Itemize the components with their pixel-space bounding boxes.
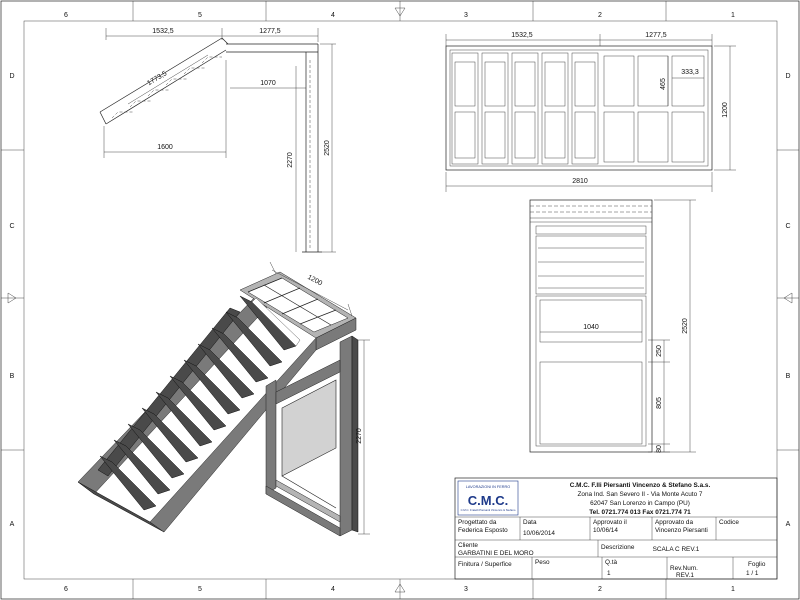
- approved-date-value: 10/06/14: [593, 527, 618, 534]
- zone-bottom-4: 4: [331, 586, 335, 593]
- company-name: C.M.C. F.lli Piersanti Vincenzo & Stefan…: [570, 482, 711, 489]
- zone-labels: 6 5 4 3 2 1 6 5 4 3 2 1 D C B A D C B A: [9, 12, 790, 593]
- iso-treads: [97, 295, 297, 511]
- center-mark-top: [394, 1, 406, 21]
- zone-left-B: B: [10, 373, 15, 380]
- zone-right-B: B: [786, 373, 791, 380]
- side-dim-stringer: 1773,5: [146, 70, 168, 87]
- front-dim-height: 2520: [682, 318, 689, 334]
- zone-right-A: A: [786, 521, 791, 528]
- zone-bottom-5: 5: [198, 586, 202, 593]
- zone-top-4: 4: [331, 12, 335, 19]
- zone-bottom-3: 3: [464, 586, 468, 593]
- side-dim-run-top: 1532,5: [152, 28, 174, 35]
- side-dim-offset: 1070: [260, 80, 276, 87]
- drawn-by-label: Progettato da: [458, 519, 497, 526]
- top-view: 1532,5 1277,5 465 333,3 1200 2810: [445, 32, 736, 192]
- zone-left-C: C: [9, 223, 14, 230]
- zone-right-C: C: [785, 223, 790, 230]
- date-label: Data: [523, 519, 537, 526]
- svg-text:C.M.C. Fratelli Piersanti Vinc: C.M.C. Fratelli Piersanti Vincenzo & Ste…: [461, 508, 516, 512]
- iso-dim-height: 2270: [356, 428, 363, 444]
- company-address-2: 62047 San Lorenzo in Campo (PU): [590, 500, 690, 507]
- zone-right-D: D: [785, 73, 790, 80]
- weight-label: Peso: [535, 559, 550, 566]
- rev-label: Rev.Num.: [670, 565, 698, 572]
- front-dim-upper: 250: [656, 345, 663, 357]
- zone-top-6: 6: [64, 12, 68, 19]
- top-dim-width: 1200: [722, 102, 729, 118]
- description-value: SCALA C REV.1: [653, 546, 700, 553]
- date-value: 10/06/2014: [523, 530, 555, 537]
- top-dim-run: 1532,5: [511, 32, 533, 39]
- description-label: Descrizione: [601, 544, 635, 551]
- company-phone: Tel. 0721.774 013 Fax 0721.774 71: [589, 509, 691, 516]
- zone-left-D: D: [9, 73, 14, 80]
- approved-date-label: Approvato il: [593, 519, 627, 526]
- drawn-by-value: Federica Esposto: [458, 527, 508, 534]
- svg-text:C.M.C.: C.M.C.: [468, 493, 508, 508]
- front-dim-width: 1040: [583, 324, 599, 331]
- approved-by-value: Vincenzo Piersanti: [655, 527, 708, 534]
- approved-by-label: Approvato da: [655, 519, 693, 526]
- zone-bottom-6: 6: [64, 586, 68, 593]
- client-label: Cliente: [458, 542, 478, 549]
- qty-label: Q.tà: [605, 559, 618, 566]
- sheet-value: 1 / 1: [746, 570, 759, 577]
- top-view-steps: [451, 52, 599, 165]
- zone-top-2: 2: [598, 12, 602, 19]
- front-dim-door: 805: [656, 397, 663, 409]
- top-dim-landing: 1277,5: [645, 32, 667, 39]
- front-view: 1040 250 805 80 2520: [529, 199, 696, 453]
- qty-value: 1: [607, 570, 611, 577]
- top-dim-total: 2810: [572, 178, 588, 185]
- zone-left-A: A: [10, 521, 15, 528]
- center-mark-left: [1, 292, 24, 304]
- company-logo: LAVORAZIONI IN FERRO C.M.C. C.M.C. Frate…: [457, 480, 519, 516]
- front-dim-base: 80: [656, 445, 663, 453]
- side-dim-landing: 1277,5: [259, 28, 281, 35]
- top-dim-panel-w: 333,3: [681, 69, 699, 76]
- top-view-landing: [603, 55, 705, 163]
- rev-value: REV.1: [676, 572, 694, 579]
- title-block: LAVORAZIONI IN FERRO C.M.C. C.M.C. Frate…: [454, 477, 778, 580]
- sheet-label: Foglio: [748, 561, 766, 568]
- center-mark-right: [777, 292, 799, 304]
- client-value: GARBATINI E DEL MORO: [458, 550, 534, 557]
- finish-label: Finitura / Superfice: [458, 561, 512, 568]
- zone-top-3: 3: [464, 12, 468, 19]
- center-mark-bottom: [394, 579, 406, 599]
- zone-bottom-1: 1: [731, 586, 735, 593]
- side-dim-column: 2270: [287, 152, 294, 168]
- top-dim-panel-h: 465: [660, 78, 667, 90]
- iso-view: 1200 2270: [77, 261, 370, 537]
- zone-top-1: 1: [731, 12, 735, 19]
- zone-top-5: 5: [198, 12, 202, 19]
- side-dim-height: 2520: [324, 140, 331, 156]
- zone-bottom-2: 2: [598, 586, 602, 593]
- side-dim-run: 1600: [157, 144, 173, 151]
- side-view: 1532,5 1277,5 1773,5 1070 1600 2270 2520: [99, 28, 336, 253]
- code-label: Codice: [719, 519, 739, 526]
- iso-dim-width: 1200: [306, 274, 323, 288]
- company-address-1: Zona Ind. San Severo II - Via Monte Acut…: [578, 491, 703, 498]
- svg-text:LAVORAZIONI IN FERRO: LAVORAZIONI IN FERRO: [466, 485, 510, 489]
